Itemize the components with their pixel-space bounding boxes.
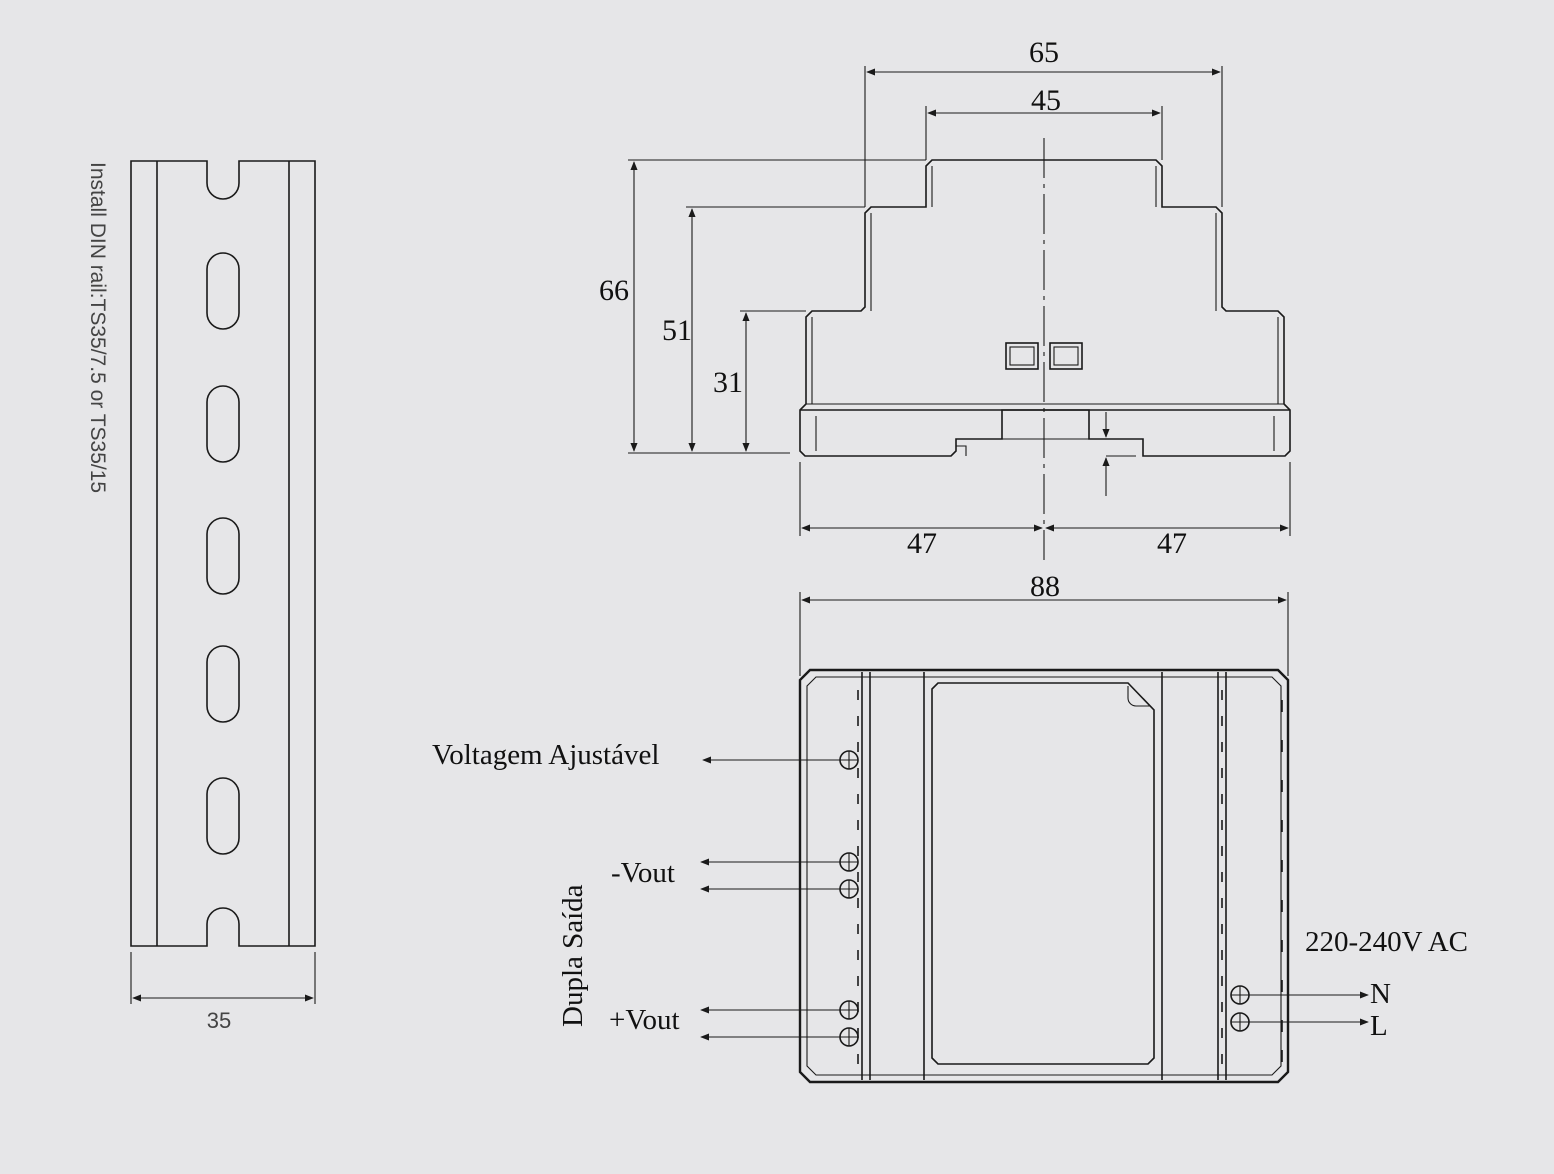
plus-vout-label: +Vout [609,1004,680,1036]
dim-right-half-label: 47 [1157,527,1187,560]
rail-width-label: 35 [207,1008,231,1033]
ac-input-label: 220-240V AC [1305,926,1468,958]
dim-low-height-label: 31 [713,366,743,399]
dim-top-step-label: 45 [1031,84,1061,117]
din-rail-drawing: 35 Install DIN rail:TS35/7.5 or TS35/15 [86,160,316,1033]
minus-vout-label: -Vout [611,857,675,889]
dim-mid-height-label: 51 [662,314,692,347]
front-view-drawing: 88 [432,570,1468,1084]
side-view-drawing: 65 45 66 51 31 47 47 [599,36,1291,560]
dim-overall-top-label: 65 [1029,36,1059,69]
dim-total-height-label: 66 [599,274,629,307]
right-vent-ribs [1221,690,1283,1064]
dim-left-half-label: 47 [907,527,937,560]
dual-output-label: Dupla Saída [557,884,589,1027]
line-label: L [1370,1010,1388,1042]
rail-slots [206,252,240,855]
front-width-label: 88 [1030,570,1060,603]
neutral-label: N [1370,978,1391,1010]
right-terminals [1230,985,1250,1032]
left-terminals [839,750,859,1047]
adjust-voltage-label: Voltagem Ajustável [432,739,659,771]
din-rail-install-note: Install DIN rail:TS35/7.5 or TS35/15 [86,162,109,493]
